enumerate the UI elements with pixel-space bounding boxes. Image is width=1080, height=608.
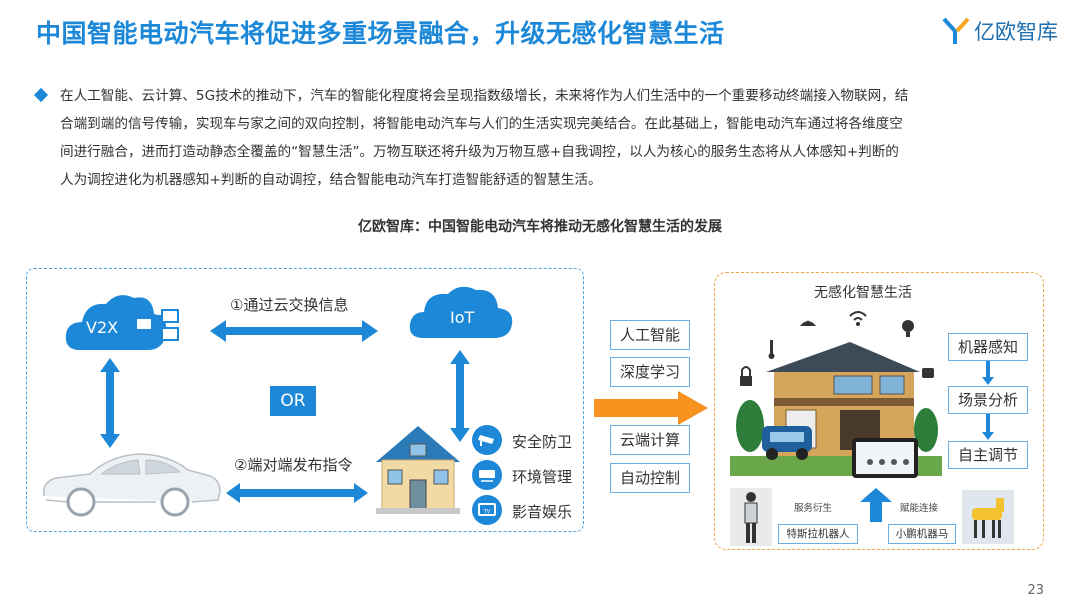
tech-tag: 深度学习 — [610, 357, 690, 387]
page-title: 中国智能电动汽车将促进多重场景融合，升级无感化智慧生活 — [36, 19, 725, 48]
intro-paragraph: 在人工智能、云计算、5G技术的推动下，汽车的智能化程度将会呈现指数级增长，未来将… — [33, 82, 1046, 194]
end-to-end-arrow — [226, 483, 368, 503]
orange-right-arrow — [594, 391, 708, 425]
iot-cloud-icon — [409, 286, 513, 338]
tv-icon: TV — [472, 495, 502, 525]
intro-line: 人为调控进化为机器感知+判断的自动调控，结合智能电动汽车打造智能舒适的智慧生活。 — [60, 172, 602, 188]
house-icon — [376, 426, 460, 514]
smart-life-title: 无感化智慧生活 — [814, 285, 912, 301]
iot-vertical-arrow — [450, 350, 470, 442]
brand-logo: 亿欧智库 — [942, 16, 1058, 46]
iot-label: IoT — [450, 308, 475, 327]
down-arrow-icon — [982, 414, 994, 440]
air-conditioner-icon — [472, 460, 502, 490]
tech-tag: 自动控制 — [610, 463, 690, 493]
logo-text: 亿欧智库 — [974, 20, 1058, 44]
xpeng-robot-horse-photo — [962, 490, 1014, 544]
xpeng-robot-label: 小鹏机器马 — [888, 524, 956, 544]
cloud-exchange-label: ①通过云交换信息 — [230, 296, 349, 314]
tech-tag: 云端计算 — [610, 425, 690, 455]
process-step: 场景分析 — [948, 386, 1028, 414]
diagram-subtitle: 亿欧智库：中国智能电动汽车将推动无感化智慧生活的发展 — [358, 219, 722, 235]
process-step: 机器感知 — [948, 333, 1028, 361]
end-to-end-label: ②端对端发布指令 — [234, 456, 353, 474]
cloud-exchange-arrow — [210, 320, 378, 342]
tv-text: TV — [483, 509, 491, 515]
intro-line: 在人工智能、云计算、5G技术的推动下，汽车的智能化程度将会呈现指数级增长，未来将… — [60, 88, 909, 104]
empower-connect-label: 赋能连接 — [900, 503, 939, 514]
up-arrow-icon — [860, 488, 892, 522]
tesla-robot-label: 特斯拉机器人 — [778, 524, 858, 544]
intro-line: 合端到端的信号传输，实现车与家之间的双向控制，将智能电动汽车与人们的生活实现完美… — [60, 116, 903, 132]
smart-life-panel — [714, 272, 1044, 550]
home-function-label: 环境管理 — [512, 468, 573, 486]
smart-house-icon — [730, 311, 942, 478]
service-derive-label: 服务衍生 — [794, 503, 833, 514]
page-number: 23 — [1027, 583, 1044, 598]
intro-line: 间进行融合，进而打造动静态全覆盖的“智慧生活”。万物互联还将升级为万物互感+自我… — [60, 144, 899, 160]
v2x-cloud-icon — [65, 295, 179, 350]
tech-tag: 人工智能 — [610, 320, 690, 350]
home-function-label: 安全防卫 — [512, 433, 573, 451]
connectivity-panel — [26, 268, 584, 532]
logo-mark-icon — [942, 17, 970, 44]
security-camera-icon — [472, 425, 502, 455]
or-badge: OR — [270, 386, 316, 416]
home-function-label: 影音娱乐 — [512, 503, 573, 521]
v2x-label: V2X — [86, 318, 119, 337]
car-icon — [43, 453, 221, 517]
down-arrow-icon — [982, 361, 994, 385]
process-step: 自主调节 — [948, 441, 1028, 469]
v2x-vertical-arrow — [100, 358, 120, 448]
tesla-robot-photo — [730, 488, 772, 546]
